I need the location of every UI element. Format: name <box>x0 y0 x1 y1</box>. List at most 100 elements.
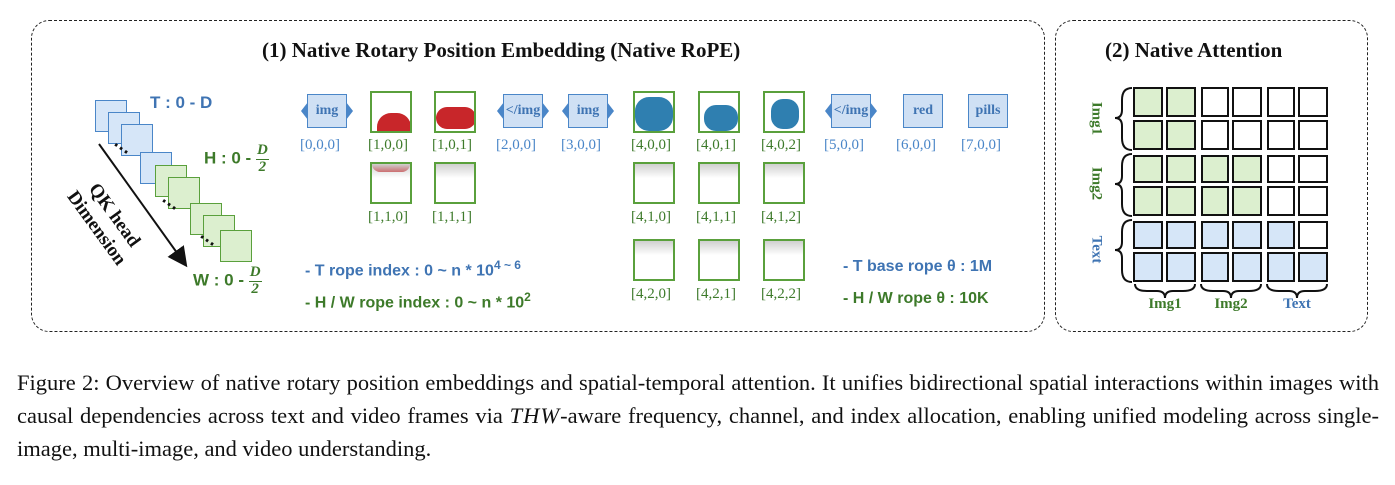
attention-cell <box>1201 87 1229 117</box>
attention-matrix <box>1133 87 1328 282</box>
hw-base-rope-note: - H / W rope θ : 10K <box>843 290 989 308</box>
attention-cell <box>1166 87 1196 117</box>
attention-cell <box>1232 221 1262 249</box>
token-index: [2,0,0] <box>486 137 546 154</box>
token-index: [6,0,0] <box>886 137 946 154</box>
attention-cell <box>1133 155 1163 183</box>
hw-rope-index-text: - H / W rope index : 0 ~ n * 10 <box>305 294 524 311</box>
frame-index: [4,1,0] <box>621 209 681 226</box>
frame-index: [1,1,1] <box>422 209 482 226</box>
token-img-close-1: </img <box>503 94 543 128</box>
token-img-open-2: img <box>568 94 608 128</box>
attention-cell <box>1133 120 1163 150</box>
frame-index: [4,2,2] <box>751 286 811 303</box>
attention-cell <box>1298 186 1328 216</box>
t-rope-index-text: - T rope index : 0 ~ n * 10 <box>305 262 494 279</box>
image2-frame <box>698 91 740 133</box>
h-dim-prefix: H : 0 - <box>204 148 251 167</box>
image1-frame <box>434 91 476 133</box>
token-index: [3,0,0] <box>551 137 611 154</box>
t-rope-index-note: - T rope index : 0 ~ n * 104 ~ 6 <box>305 258 521 280</box>
image2-frame <box>633 91 675 133</box>
attention-cell <box>1267 120 1295 150</box>
attention-cell <box>1133 221 1163 249</box>
token-img-close-2: </img <box>831 94 871 128</box>
row-label-img1: Img1 <box>1088 89 1105 149</box>
attention-cell <box>1133 87 1163 117</box>
t-base-rope-note: - T base rope θ : 1M <box>843 258 992 276</box>
frame-index: [4,0,1] <box>686 137 746 154</box>
image2-frame <box>763 239 805 281</box>
frame-index: [4,1,2] <box>751 209 811 226</box>
frame-index: [1,1,0] <box>358 209 418 226</box>
attention-cell <box>1232 155 1262 183</box>
frame-index: [1,0,1] <box>422 137 482 154</box>
token-img-open-1: img <box>307 94 347 128</box>
attention-cell <box>1166 186 1196 216</box>
image2-frame <box>698 162 740 204</box>
col-label-img2: Img2 <box>1200 296 1262 313</box>
attention-cell <box>1201 252 1229 282</box>
attention-cell <box>1267 221 1295 249</box>
attention-cell <box>1298 252 1328 282</box>
w-dim-prefix: W : 0 - <box>193 270 244 289</box>
attention-cell <box>1133 252 1163 282</box>
t-rope-index-exponent: 4 ~ 6 <box>494 258 521 272</box>
native-attention-title: (2) Native Attention <box>1105 38 1282 63</box>
frame-index: [4,0,2] <box>751 137 811 154</box>
row-label-text: Text <box>1088 220 1105 280</box>
frame-index: [4,0,0] <box>621 137 681 154</box>
row-label-img2: Img2 <box>1088 154 1105 214</box>
figure-caption: Figure 2: Overview of native rotary posi… <box>17 366 1379 465</box>
attention-cell <box>1201 155 1229 183</box>
attention-cell <box>1298 120 1328 150</box>
attention-cell <box>1133 186 1163 216</box>
attention-cell <box>1166 221 1196 249</box>
attention-cell <box>1232 186 1262 216</box>
attention-cell <box>1232 252 1262 282</box>
frame-index: [4,2,1] <box>686 286 746 303</box>
col-label-img1: Img1 <box>1134 296 1196 313</box>
image2-frame <box>763 162 805 204</box>
image2-frame <box>633 162 675 204</box>
token-pills: pills <box>968 94 1008 128</box>
frame-index: [4,2,0] <box>621 286 681 303</box>
attention-cell <box>1267 186 1295 216</box>
attention-cell <box>1298 221 1328 249</box>
native-rope-title: (1) Native Rotary Position Embedding (Na… <box>262 38 740 63</box>
frame-index: [1,0,0] <box>358 137 418 154</box>
caption-math: THW <box>510 403 561 428</box>
frame-index: [4,1,1] <box>686 209 746 226</box>
attention-cell <box>1166 252 1196 282</box>
t-dim-label: T : 0 - D <box>150 93 212 113</box>
attention-cell <box>1201 120 1229 150</box>
image1-frame <box>370 91 412 133</box>
attention-cell <box>1201 186 1229 216</box>
attention-cell <box>1267 87 1295 117</box>
token-index: [0,0,0] <box>290 137 350 154</box>
image2-frame <box>698 239 740 281</box>
attention-cell <box>1298 87 1328 117</box>
attention-cell <box>1298 155 1328 183</box>
token-red: red <box>903 94 943 128</box>
attention-cell <box>1267 155 1295 183</box>
image2-frame <box>633 239 675 281</box>
hw-rope-index-exponent: 2 <box>524 290 531 304</box>
attention-cell <box>1267 252 1295 282</box>
attention-cell <box>1232 87 1262 117</box>
image1-frame <box>434 162 476 204</box>
hw-rope-index-note: - H / W rope index : 0 ~ n * 102 <box>305 290 531 312</box>
dim-square-w3 <box>220 230 252 262</box>
token-index: [5,0,0] <box>814 137 874 154</box>
attention-cell <box>1201 221 1229 249</box>
token-index: [7,0,0] <box>951 137 1011 154</box>
attention-cell <box>1232 120 1262 150</box>
attention-cell <box>1166 155 1196 183</box>
attention-cell <box>1166 120 1196 150</box>
image1-frame <box>370 162 412 204</box>
image2-frame <box>763 91 805 133</box>
